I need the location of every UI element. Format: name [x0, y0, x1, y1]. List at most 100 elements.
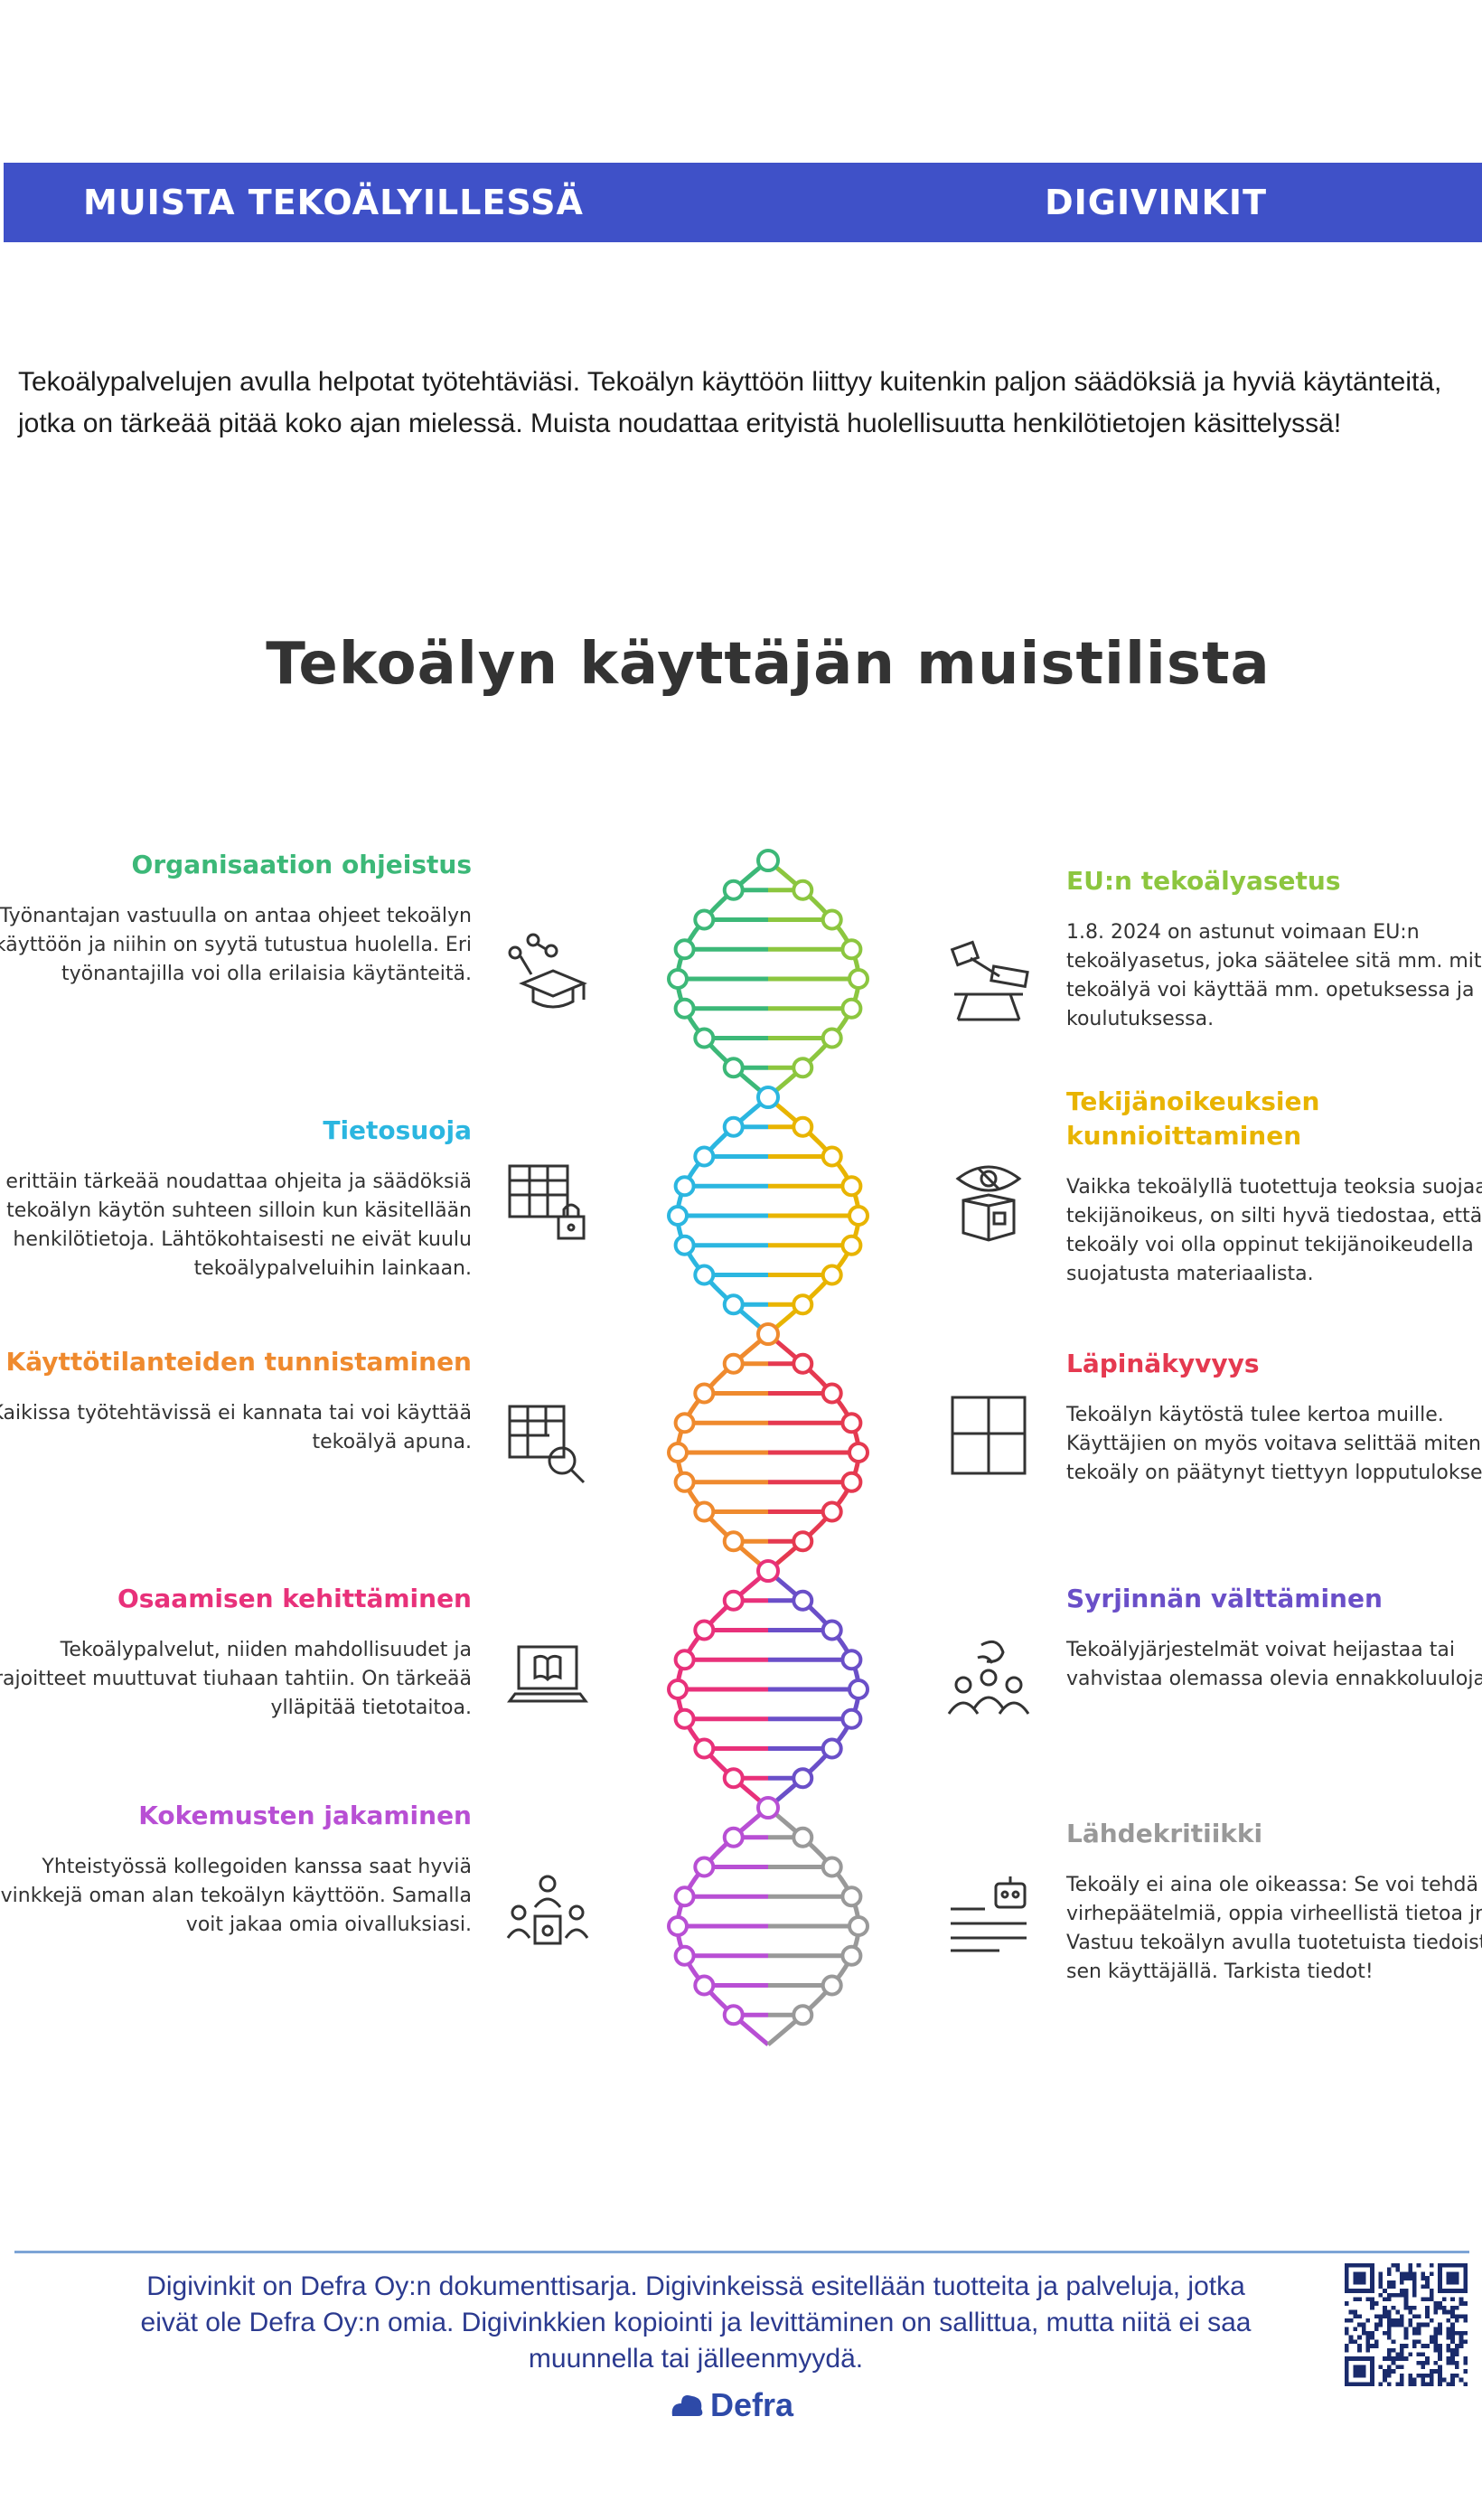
qr-module — [1365, 2318, 1371, 2323]
qr-module — [1370, 2356, 1374, 2361]
footer-text: Digivinkit on Defra Oy:n dokumenttisarja… — [140, 2271, 1252, 2374]
qr-module — [1450, 2360, 1455, 2365]
qr-module — [1433, 2327, 1439, 2332]
qr-module — [1450, 2271, 1455, 2277]
qr-module — [1446, 2344, 1451, 2348]
qr-module — [1421, 2373, 1426, 2378]
qr-code[interactable] — [1345, 2263, 1468, 2386]
qr-module — [1403, 2297, 1409, 2302]
helix-node — [693, 1500, 716, 1523]
qr-module — [1463, 2369, 1468, 2374]
qr-module — [1357, 2276, 1362, 2280]
qr-module — [1463, 2339, 1468, 2345]
qr-module — [1386, 2327, 1392, 2332]
qr-module — [1438, 2373, 1442, 2378]
qr-module — [1446, 2280, 1451, 2285]
qr-module — [1361, 2327, 1366, 2332]
qr-module — [1365, 2335, 1371, 2340]
helix-node — [840, 1234, 863, 1256]
helix-node — [693, 1619, 716, 1641]
qr-module — [1370, 2284, 1374, 2290]
qr-module — [1454, 2271, 1459, 2277]
qr-module — [1446, 2327, 1451, 2332]
helix-node — [840, 1707, 863, 1730]
qr-module — [1425, 2309, 1430, 2315]
qr-module — [1433, 2301, 1439, 2306]
qr-module — [1416, 2360, 1421, 2365]
qr-module — [1357, 2347, 1362, 2353]
qr-module — [1433, 2339, 1439, 2345]
qr-module — [1425, 2360, 1430, 2365]
qr-module — [1357, 2314, 1362, 2318]
defra-logo: Defra — [669, 2386, 793, 2424]
qr-module — [1438, 2305, 1442, 2310]
qr-module — [1391, 2284, 1396, 2290]
qr-module — [1345, 2347, 1349, 2353]
helix-node — [840, 1944, 863, 1967]
qr-module — [1353, 2309, 1358, 2315]
qr-module — [1361, 2271, 1366, 2277]
qr-module — [1361, 2263, 1366, 2268]
qr-module — [1361, 2289, 1366, 2293]
qr-module — [1353, 2339, 1358, 2345]
qr-module — [1454, 2352, 1459, 2357]
qr-module — [1399, 2382, 1404, 2386]
qr-module — [1345, 2263, 1349, 2268]
qr-module — [1365, 2356, 1371, 2361]
qr-module — [1450, 2352, 1455, 2357]
item-text: Tekoälyjärjestelmät voivat heijastaa tai… — [1066, 1639, 1482, 1690]
qr-module — [1433, 2309, 1439, 2315]
qr-module — [1386, 2314, 1392, 2318]
group-icon — [947, 1640, 1030, 1715]
qr-module — [1438, 2382, 1442, 2386]
qr-module — [1412, 2289, 1417, 2293]
helix-node — [673, 997, 696, 1020]
qr-module — [1450, 2314, 1455, 2318]
item-heading: Lähdekritiikki — [1066, 1819, 1263, 1848]
qr-module — [1429, 2335, 1434, 2340]
qr-module — [1463, 2280, 1468, 2285]
qr-module — [1361, 2280, 1366, 2285]
qr-module — [1383, 2369, 1387, 2374]
qr-module — [1463, 2271, 1468, 2277]
qr-module — [1446, 2382, 1451, 2386]
qr-module — [1403, 2331, 1409, 2336]
qr-module — [1345, 2267, 1349, 2272]
qr-module — [1450, 2263, 1455, 2268]
qr-module — [1450, 2373, 1455, 2378]
qr-module — [1408, 2382, 1413, 2386]
qr-module — [1425, 2382, 1430, 2386]
qr-module — [1412, 2339, 1417, 2345]
qr-module — [1395, 2356, 1400, 2361]
qr-module — [1370, 2331, 1374, 2336]
qr-module — [1450, 2339, 1455, 2345]
qr-module — [1454, 2289, 1459, 2293]
qr-module — [1383, 2377, 1387, 2383]
qr-module — [1386, 2318, 1392, 2323]
qr-module — [1386, 2373, 1392, 2378]
item-heading: Syrjinnän välttäminen — [1066, 1584, 1383, 1613]
helix-node — [722, 1530, 745, 1553]
qr-module — [1446, 2263, 1451, 2268]
qr-module — [1348, 2382, 1354, 2386]
item-text: Työnantajan vastuulla on antaa ohjeet te… — [0, 905, 472, 985]
helix-node — [756, 1559, 780, 1583]
qr-module — [1463, 2331, 1468, 2336]
window-icon — [951, 1396, 1027, 1475]
helix-node — [821, 1856, 843, 1878]
qr-module — [1441, 2289, 1447, 2293]
qr-module — [1378, 2322, 1384, 2327]
qr-module — [1425, 2305, 1430, 2310]
qr-module — [1357, 2365, 1362, 2370]
helix-node — [821, 908, 843, 931]
helix-node — [848, 1678, 869, 1700]
qr-module — [1463, 2267, 1468, 2272]
qr-module — [1454, 2344, 1459, 2348]
qr-module — [1459, 2339, 1464, 2345]
qr-module — [1433, 2369, 1439, 2374]
qr-module — [1365, 2289, 1371, 2293]
item-text: Tekoälypalvelut, niiden mahdollisuudet j… — [0, 1639, 472, 1719]
qr-module — [1421, 2276, 1426, 2280]
qr-module — [1370, 2289, 1374, 2293]
helix-node — [673, 938, 696, 961]
